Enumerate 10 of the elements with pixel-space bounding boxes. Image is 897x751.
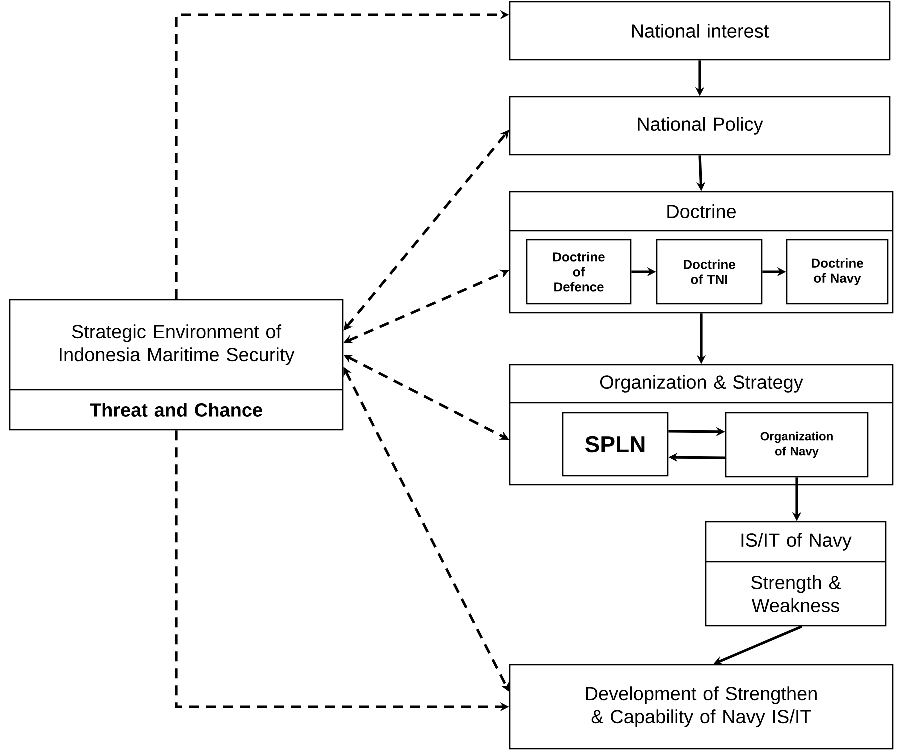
result-box: Development of Strengthen & Capability of Navy IS/IT	[509, 664, 894, 750]
process-box: National Policy	[509, 96, 891, 156]
environment-box: Strategic Environment of Indonesia Maritime Security Threat and Chance	[9, 299, 344, 431]
process-box: SPLN	[562, 412, 669, 477]
process-box: National interest	[509, 1, 891, 61]
process-box: Organization of Navy	[725, 412, 869, 478]
process-box: Doctrine of Defence	[526, 239, 632, 305]
assessment-box: IS/IT of Navy Strength & Weakness	[705, 521, 887, 627]
process-box: Doctrine of Navy	[786, 239, 889, 305]
process-box: Doctrine of TNI	[656, 239, 763, 305]
